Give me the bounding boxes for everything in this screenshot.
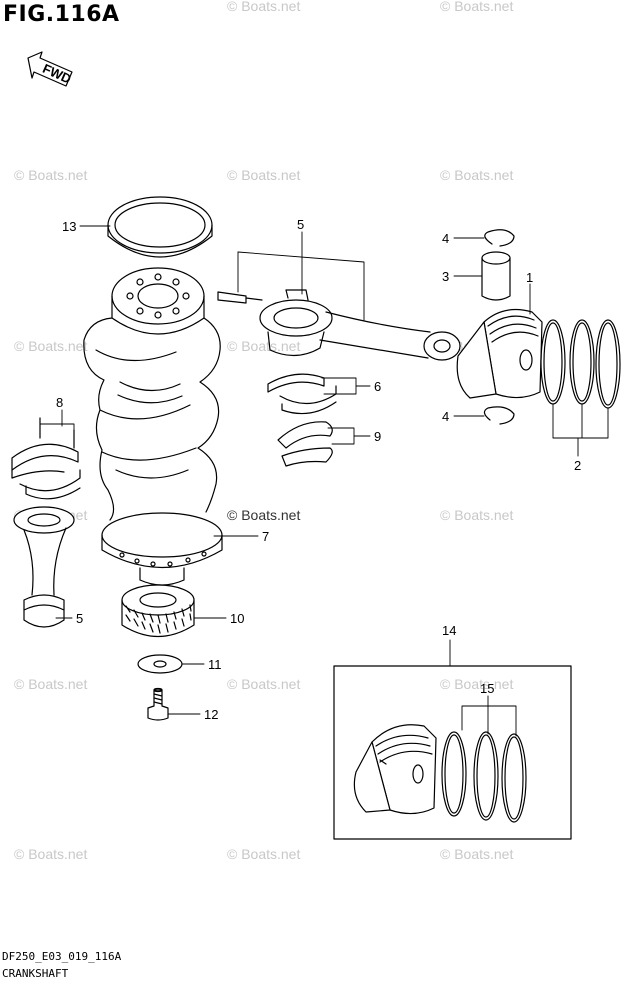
watermark: © Boats.net xyxy=(14,676,88,692)
crankshaft-gear-part xyxy=(121,584,195,637)
washer-part xyxy=(137,654,183,674)
callout-15: 15 xyxy=(480,681,494,696)
callout-5-lower: 5 xyxy=(76,611,83,626)
callout-3: 3 xyxy=(442,269,449,284)
callout-numbers: 13 5 4 3 1 8 6 4 9 2 7 5 10 14 11 15 12 xyxy=(56,217,581,722)
watermark: © Boats.net xyxy=(227,846,301,862)
watermark: © Boats.net xyxy=(227,338,301,354)
oil-seal-part xyxy=(107,196,213,258)
callout-5-upper: 5 xyxy=(297,217,304,232)
callout-12: 12 xyxy=(204,707,218,722)
piston-set-part xyxy=(353,724,437,815)
callout-11: 11 xyxy=(208,657,222,672)
piston-pin-part xyxy=(481,251,511,301)
watermark: © Boats.net xyxy=(227,676,301,692)
callout-4-lower: 4 xyxy=(442,409,449,424)
piston-set-frame xyxy=(333,665,572,840)
watermark: © Boats.net xyxy=(440,676,514,692)
callout-10: 10 xyxy=(230,611,244,626)
callout-2: 2 xyxy=(574,458,581,473)
piston-pin-circlip-lower-part xyxy=(483,406,515,425)
figure-title: FIG.116A xyxy=(3,2,120,27)
watermark-foreground: © Boats.net xyxy=(227,507,301,523)
piston-part xyxy=(456,309,543,399)
watermark: © Boats.net xyxy=(14,167,88,183)
fwd-arrow-icon: FWD xyxy=(27,51,74,87)
callout-4-upper: 4 xyxy=(442,231,449,246)
watermark: © Boats.net xyxy=(440,846,514,862)
watermark: © Boats.net xyxy=(440,167,514,183)
watermark: © Boats.net xyxy=(227,167,301,183)
main-bearing-part xyxy=(11,417,81,500)
piston-set-rings-part xyxy=(441,731,527,823)
piston-rings-part xyxy=(540,319,621,409)
figure-code: DF250_E03_019_116A xyxy=(2,950,122,963)
callout-13: 13 xyxy=(62,219,76,234)
connecting-rod-part-upper xyxy=(217,289,461,361)
leader-lines xyxy=(39,225,609,737)
connecting-rod-part-lower xyxy=(13,506,75,628)
callout-9: 9 xyxy=(374,429,381,444)
watermark: © Boats.net xyxy=(227,0,301,14)
callout-7: 7 xyxy=(262,529,269,544)
figure-name: CRANKSHAFT xyxy=(2,967,69,980)
callout-8: 8 xyxy=(56,395,63,410)
watermark: © Boats.net xyxy=(14,338,88,354)
bolt-part xyxy=(147,687,169,721)
piston-pin-circlip-upper-part xyxy=(484,229,515,247)
watermark: © Boats.net xyxy=(440,0,514,14)
watermark: © Boats.net xyxy=(14,846,88,862)
crankshaft-part xyxy=(83,267,223,586)
watermark: © Boats.net xyxy=(440,507,514,523)
thrust-washer-part xyxy=(277,421,333,467)
callout-1: 1 xyxy=(526,270,533,285)
callout-14: 14 xyxy=(442,623,456,638)
callout-6: 6 xyxy=(374,379,381,394)
